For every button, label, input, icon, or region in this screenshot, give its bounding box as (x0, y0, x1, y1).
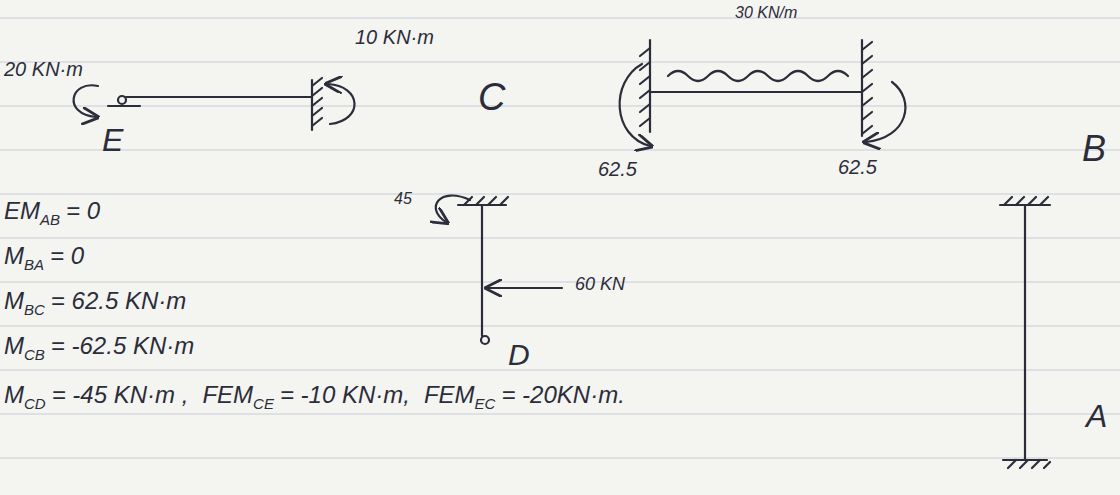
equation-row: MCB = -62.5 KN·m (4, 331, 194, 370)
label-holder: 20 KN·m (4, 58, 83, 81)
point-label: B (1082, 128, 1106, 169)
equation-row: MBC = 62.5 KN·m (4, 286, 186, 325)
paper-lines (0, 18, 1120, 458)
label-holder: 10 KN·m (355, 26, 434, 49)
subscript: BA (24, 256, 44, 273)
equation-row: MCD= -45 KN·m ,FEMCE= -10 KN·m,FEMEC= -2… (4, 380, 625, 419)
subscript: BC (24, 301, 45, 318)
label-holder: 45 (394, 190, 412, 208)
equation-row: MBA = 0 (4, 241, 84, 280)
moment-label: 62.5 (598, 158, 637, 180)
load-label: 30 KN/m (735, 4, 797, 21)
point-label: D (508, 338, 530, 371)
equation-term: = -45 KN·m , (52, 381, 189, 408)
label-holder: E (102, 122, 123, 159)
point-label: E (102, 122, 123, 158)
equation-row: EMAB = 0 (4, 196, 100, 235)
moment-label: 20 KN·m (4, 58, 83, 80)
equation-term: = -10 KN·m, (280, 381, 410, 408)
subscript: CB (24, 346, 45, 363)
equation-term: M (4, 332, 24, 359)
point-label: A (1086, 398, 1107, 434)
moment-label: 45 (394, 190, 412, 207)
subscript: EC (475, 395, 496, 412)
point-label: C (478, 76, 505, 118)
subscript: CE (253, 395, 274, 412)
equation-term: M (4, 381, 24, 408)
moment-label: 10 KN·m (355, 26, 434, 48)
load-label: 60 KN (575, 274, 625, 294)
equation-term: = 0 (50, 242, 84, 269)
column-ab (1000, 197, 1050, 468)
equation-term: = 62.5 KN·m (51, 287, 186, 314)
equation-term: EM (4, 197, 40, 224)
label-holder: D (508, 338, 530, 372)
fixed-beam (620, 40, 906, 146)
label-holder: 60 KN (575, 274, 625, 295)
equation-term: = -62.5 KN·m (51, 332, 194, 359)
subscript: CD (24, 395, 46, 412)
equation-term: FEM (202, 381, 253, 408)
label-holder: 62.5 (838, 156, 877, 179)
label-holder: 30 KN/m (735, 4, 797, 22)
equation-term: M (4, 242, 24, 269)
label-holder: A (1086, 398, 1107, 435)
equation-term: FEM (424, 381, 475, 408)
equation-term: M (4, 287, 24, 314)
label-holder: C (478, 76, 505, 119)
moment-label: 62.5 (838, 156, 877, 178)
equation-term: = 0 (66, 197, 100, 224)
equation-term: = -20KN·m. (501, 381, 624, 408)
label-holder: B (1082, 128, 1106, 170)
subscript: AB (40, 211, 60, 228)
label-holder: 62.5 (598, 158, 637, 181)
column-d (436, 196, 562, 344)
